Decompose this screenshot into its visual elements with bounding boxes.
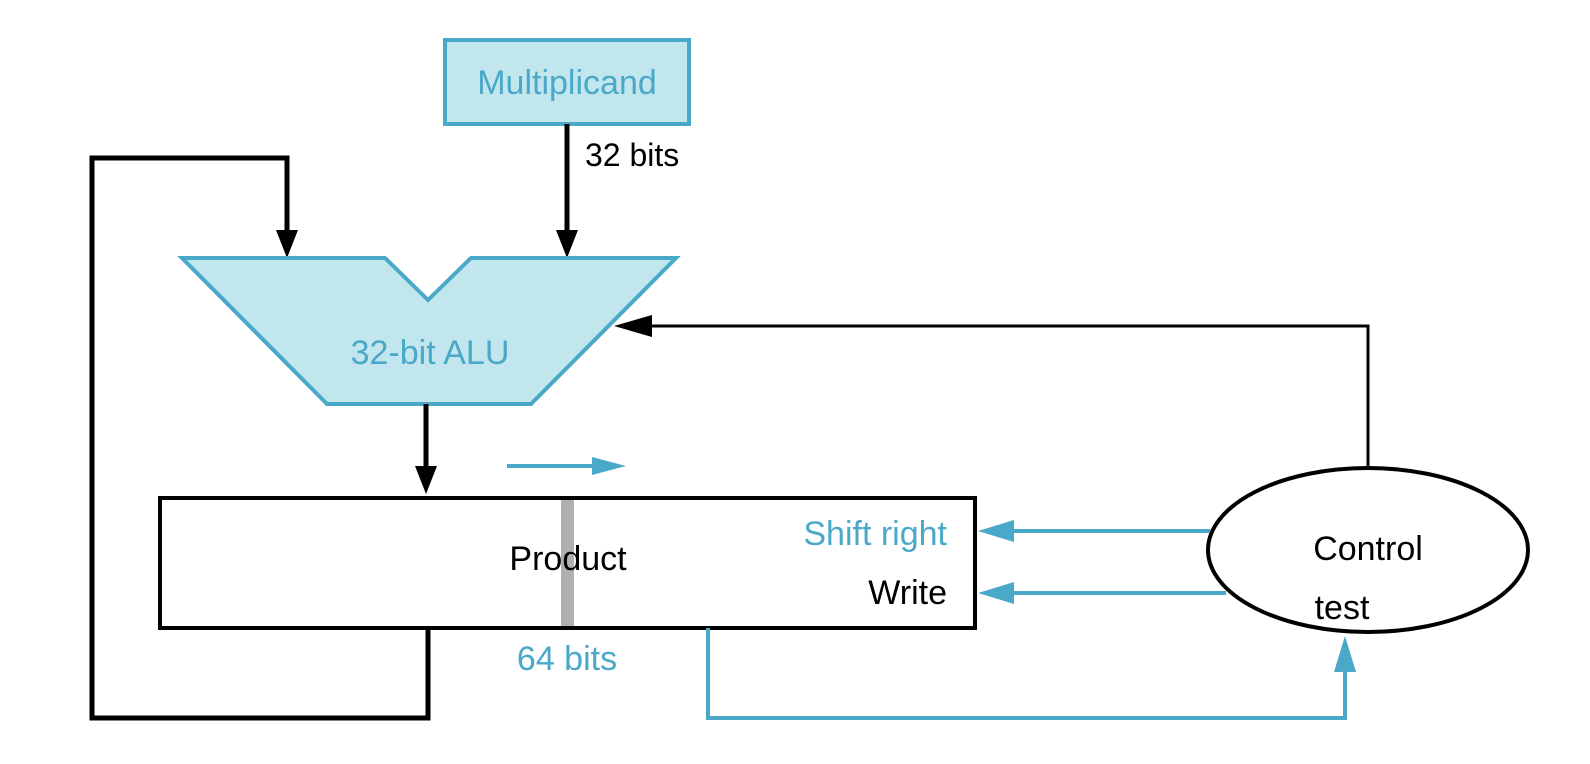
multiplicand-width-label: 32 bits (585, 137, 679, 173)
product-lsb-to-control-wire (706, 628, 1347, 720)
alu-output-arrowhead (415, 466, 437, 494)
alu-label: 32-bit ALU (351, 334, 510, 372)
shift-right-label: Shift right (803, 515, 947, 553)
feedback-arrowhead (276, 230, 298, 258)
alu-control-arrowhead (614, 315, 652, 337)
multiplicand-arrowhead (556, 230, 578, 258)
product-width-label: 64 bits (517, 640, 617, 678)
product-feedback-wire (89, 155, 431, 721)
shift-right-arrowhead (978, 520, 1014, 542)
control-to-alu-wire (648, 324, 1370, 468)
multiplicand-label: Multiplicand (477, 64, 657, 102)
product-label: Product (509, 540, 627, 578)
shift-direction-arrowhead (592, 457, 626, 475)
control-label: Control (1313, 530, 1423, 568)
write-arrowhead (978, 582, 1014, 604)
write-label: Write (868, 574, 947, 612)
control-test-arrowhead (1334, 636, 1356, 672)
multiplicand-register (443, 38, 691, 126)
product-half-divider (561, 500, 574, 626)
alu-shape (177, 256, 681, 406)
test-label: test (1315, 589, 1370, 627)
